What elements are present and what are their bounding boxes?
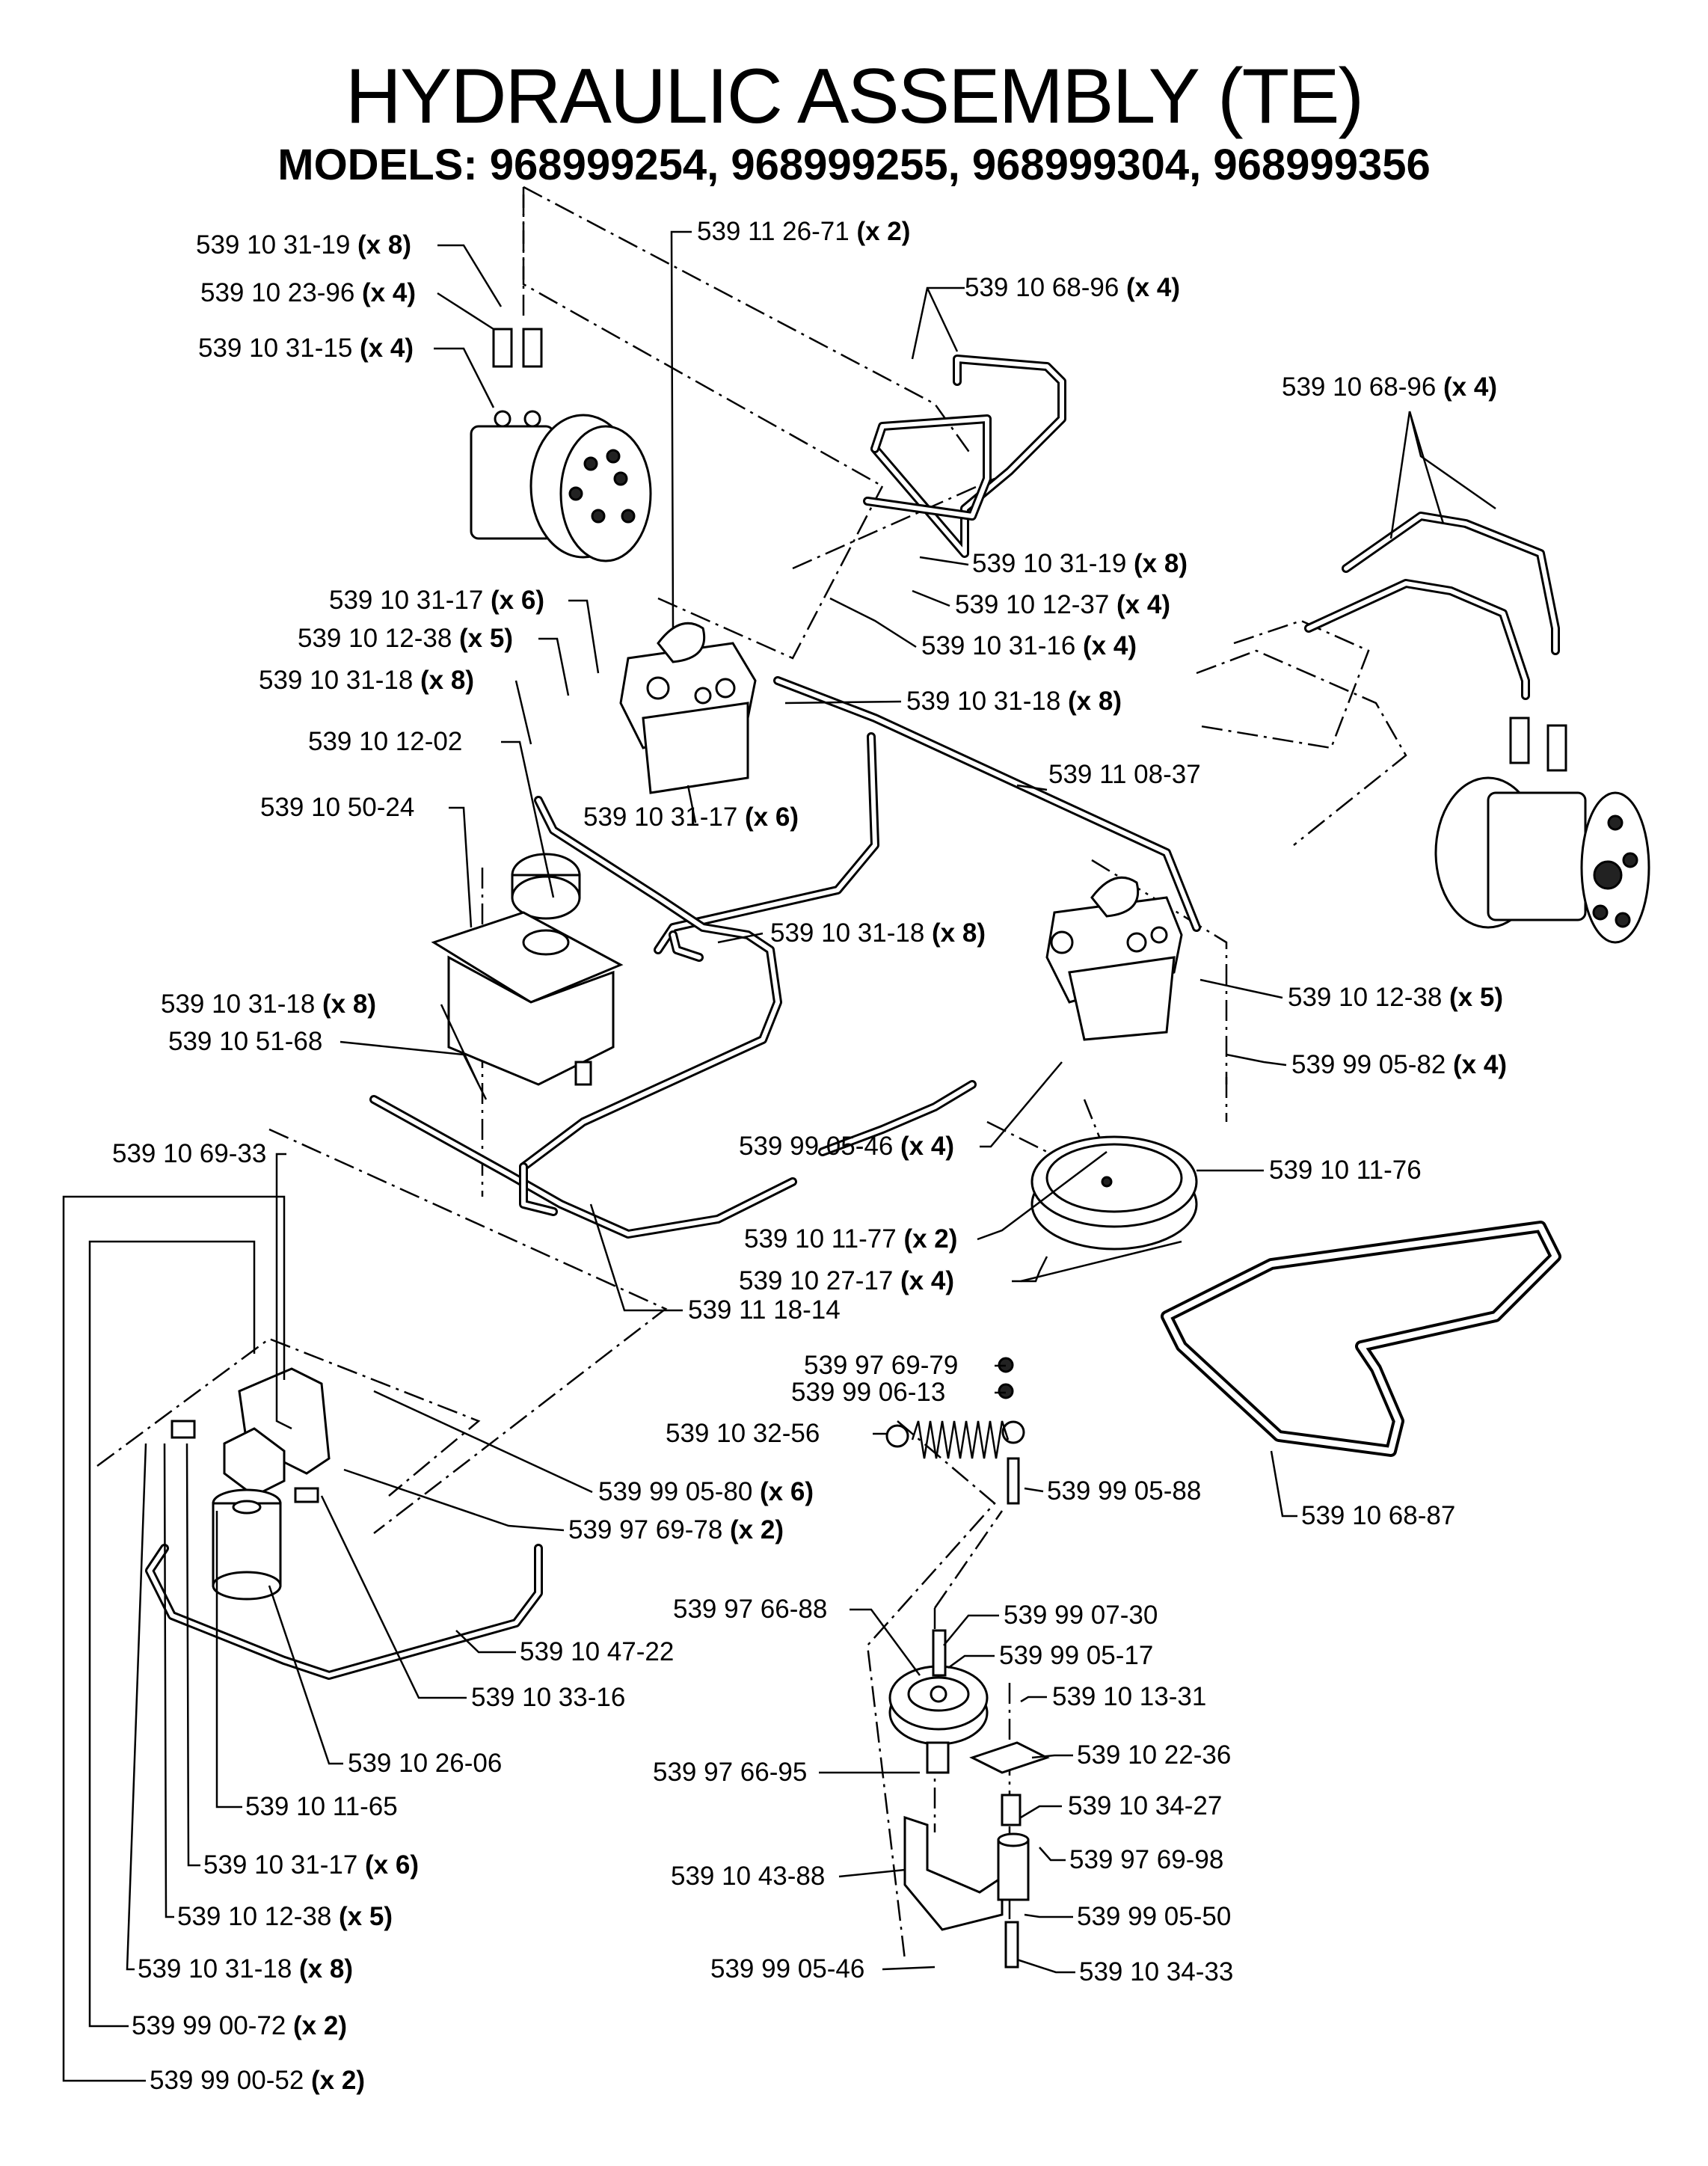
part-label-4: 539 11 26-71 (x 2)	[697, 217, 911, 246]
part-label-23: 539 99 05-46 (x 4)	[739, 1132, 954, 1161]
part-label-17: 539 11 08-37	[1048, 760, 1201, 789]
part-label-26: 539 10 11-77 (x 2)	[744, 1224, 958, 1254]
leader-lines	[62, 230, 1496, 2082]
part-label-13: 539 10 31-18 (x 8)	[906, 687, 1122, 716]
part-label-5: 539 10 68-96 (x 4)	[965, 273, 1180, 302]
idler-arm-assembly	[903, 1629, 1050, 1969]
part-label-18: 539 10 31-18 (x 8)	[770, 918, 986, 948]
wheel-motor-right	[1434, 717, 1650, 944]
part-label-54: 539 10 34-33	[1079, 1957, 1234, 1986]
part-label-42: 539 10 22-36	[1077, 1740, 1232, 1770]
part-label-1: 539 10 31-19 (x 8)	[196, 230, 411, 260]
drive-belt	[1161, 1221, 1561, 1457]
tension-spring	[885, 1357, 1025, 1505]
part-label-47: 539 10 31-17 (x 6)	[203, 1850, 419, 1880]
part-label-25: 539 10 11-76	[1269, 1156, 1422, 1185]
wheel-motor-left	[470, 328, 652, 562]
part-label-56: 539 99 00-52 (x 2)	[150, 2066, 365, 2095]
part-label-3: 539 10 31-15 (x 4)	[198, 334, 414, 363]
part-label-16: 539 10 31-17 (x 6)	[583, 803, 799, 832]
hydraulic-pump-lower	[1045, 876, 1183, 1041]
page-title: HYDRAULIC ASSEMBLY (TE)	[345, 53, 1364, 140]
filter-assembly	[171, 1367, 331, 1601]
part-label-36: 539 97 66-88	[673, 1595, 828, 1624]
part-label-11: 539 10 12-38 (x 5)	[298, 624, 513, 653]
idler-pulley	[888, 1665, 989, 1746]
part-label-41: 539 10 33-16	[471, 1683, 626, 1712]
part-label-39: 539 10 47-22	[520, 1637, 675, 1666]
part-label-49: 539 10 43-88	[671, 1862, 826, 1891]
part-label-51: 539 99 05-50	[1077, 1902, 1232, 1931]
part-label-24: 539 10 69-33	[112, 1139, 267, 1168]
hydraulic-tubes	[145, 355, 1560, 1680]
part-label-32: 539 99 05-88	[1047, 1476, 1202, 1506]
part-label-35: 539 10 68-87	[1301, 1501, 1456, 1530]
part-label-10: 539 10 31-16 (x 4)	[921, 631, 1137, 660]
part-label-46: 539 10 11-65	[245, 1792, 398, 1821]
part-label-22: 539 99 05-82 (x 4)	[1291, 1050, 1507, 1079]
part-label-33: 539 99 05-80 (x 6)	[598, 1477, 814, 1506]
part-label-50: 539 10 12-38 (x 5)	[177, 1902, 393, 1931]
part-label-21: 539 10 51-68	[168, 1027, 323, 1056]
models-subtitle: MODELS: 968999254, 968999255, 968999304,…	[277, 141, 1431, 189]
centerlines	[96, 185, 1407, 1960]
part-label-28: 539 11 18-14	[688, 1295, 841, 1325]
part-label-45: 539 10 34-27	[1068, 1791, 1223, 1820]
part-label-9: 539 10 31-17 (x 6)	[329, 586, 544, 615]
part-label-34: 539 97 69-78 (x 2)	[568, 1515, 784, 1544]
part-label-52: 539 10 31-18 (x 8)	[138, 1954, 353, 1984]
hydraulic-pump-upper	[619, 622, 757, 794]
part-label-38: 539 99 05-17	[999, 1641, 1154, 1670]
part-label-55: 539 99 00-72 (x 2)	[132, 2011, 347, 2040]
part-label-15: 539 10 50-24	[260, 793, 415, 822]
part-label-14: 539 10 12-02	[308, 727, 463, 756]
part-label-29: 539 97 69-79	[804, 1351, 959, 1380]
part-label-43: 539 10 26-06	[348, 1749, 503, 1778]
reservoir-tank	[431, 853, 624, 1086]
part-label-48: 539 97 69-98	[1069, 1845, 1224, 1874]
pump-pulley	[1030, 1135, 1198, 1251]
part-label-30: 539 99 06-13	[791, 1378, 946, 1407]
part-label-8: 539 10 12-37 (x 4)	[955, 590, 1170, 619]
part-label-44: 539 97 66-95	[653, 1758, 808, 1787]
part-label-6: 539 10 68-96 (x 4)	[1282, 372, 1497, 402]
part-label-37: 539 99 07-30	[1004, 1601, 1158, 1630]
part-label-31: 539 10 32-56	[666, 1419, 820, 1448]
part-label-20: 539 10 12-38 (x 5)	[1288, 983, 1503, 1012]
part-label-53: 539 99 05-46	[710, 1954, 865, 1984]
part-label-12: 539 10 31-18 (x 8)	[259, 666, 474, 695]
part-label-27: 539 10 27-17 (x 4)	[739, 1266, 954, 1295]
part-label-19: 539 10 31-18 (x 8)	[161, 990, 376, 1019]
part-label-2: 539 10 23-96 (x 4)	[200, 278, 416, 307]
part-label-40: 539 10 13-31	[1052, 1682, 1207, 1711]
part-label-7: 539 10 31-19 (x 8)	[972, 549, 1188, 578]
